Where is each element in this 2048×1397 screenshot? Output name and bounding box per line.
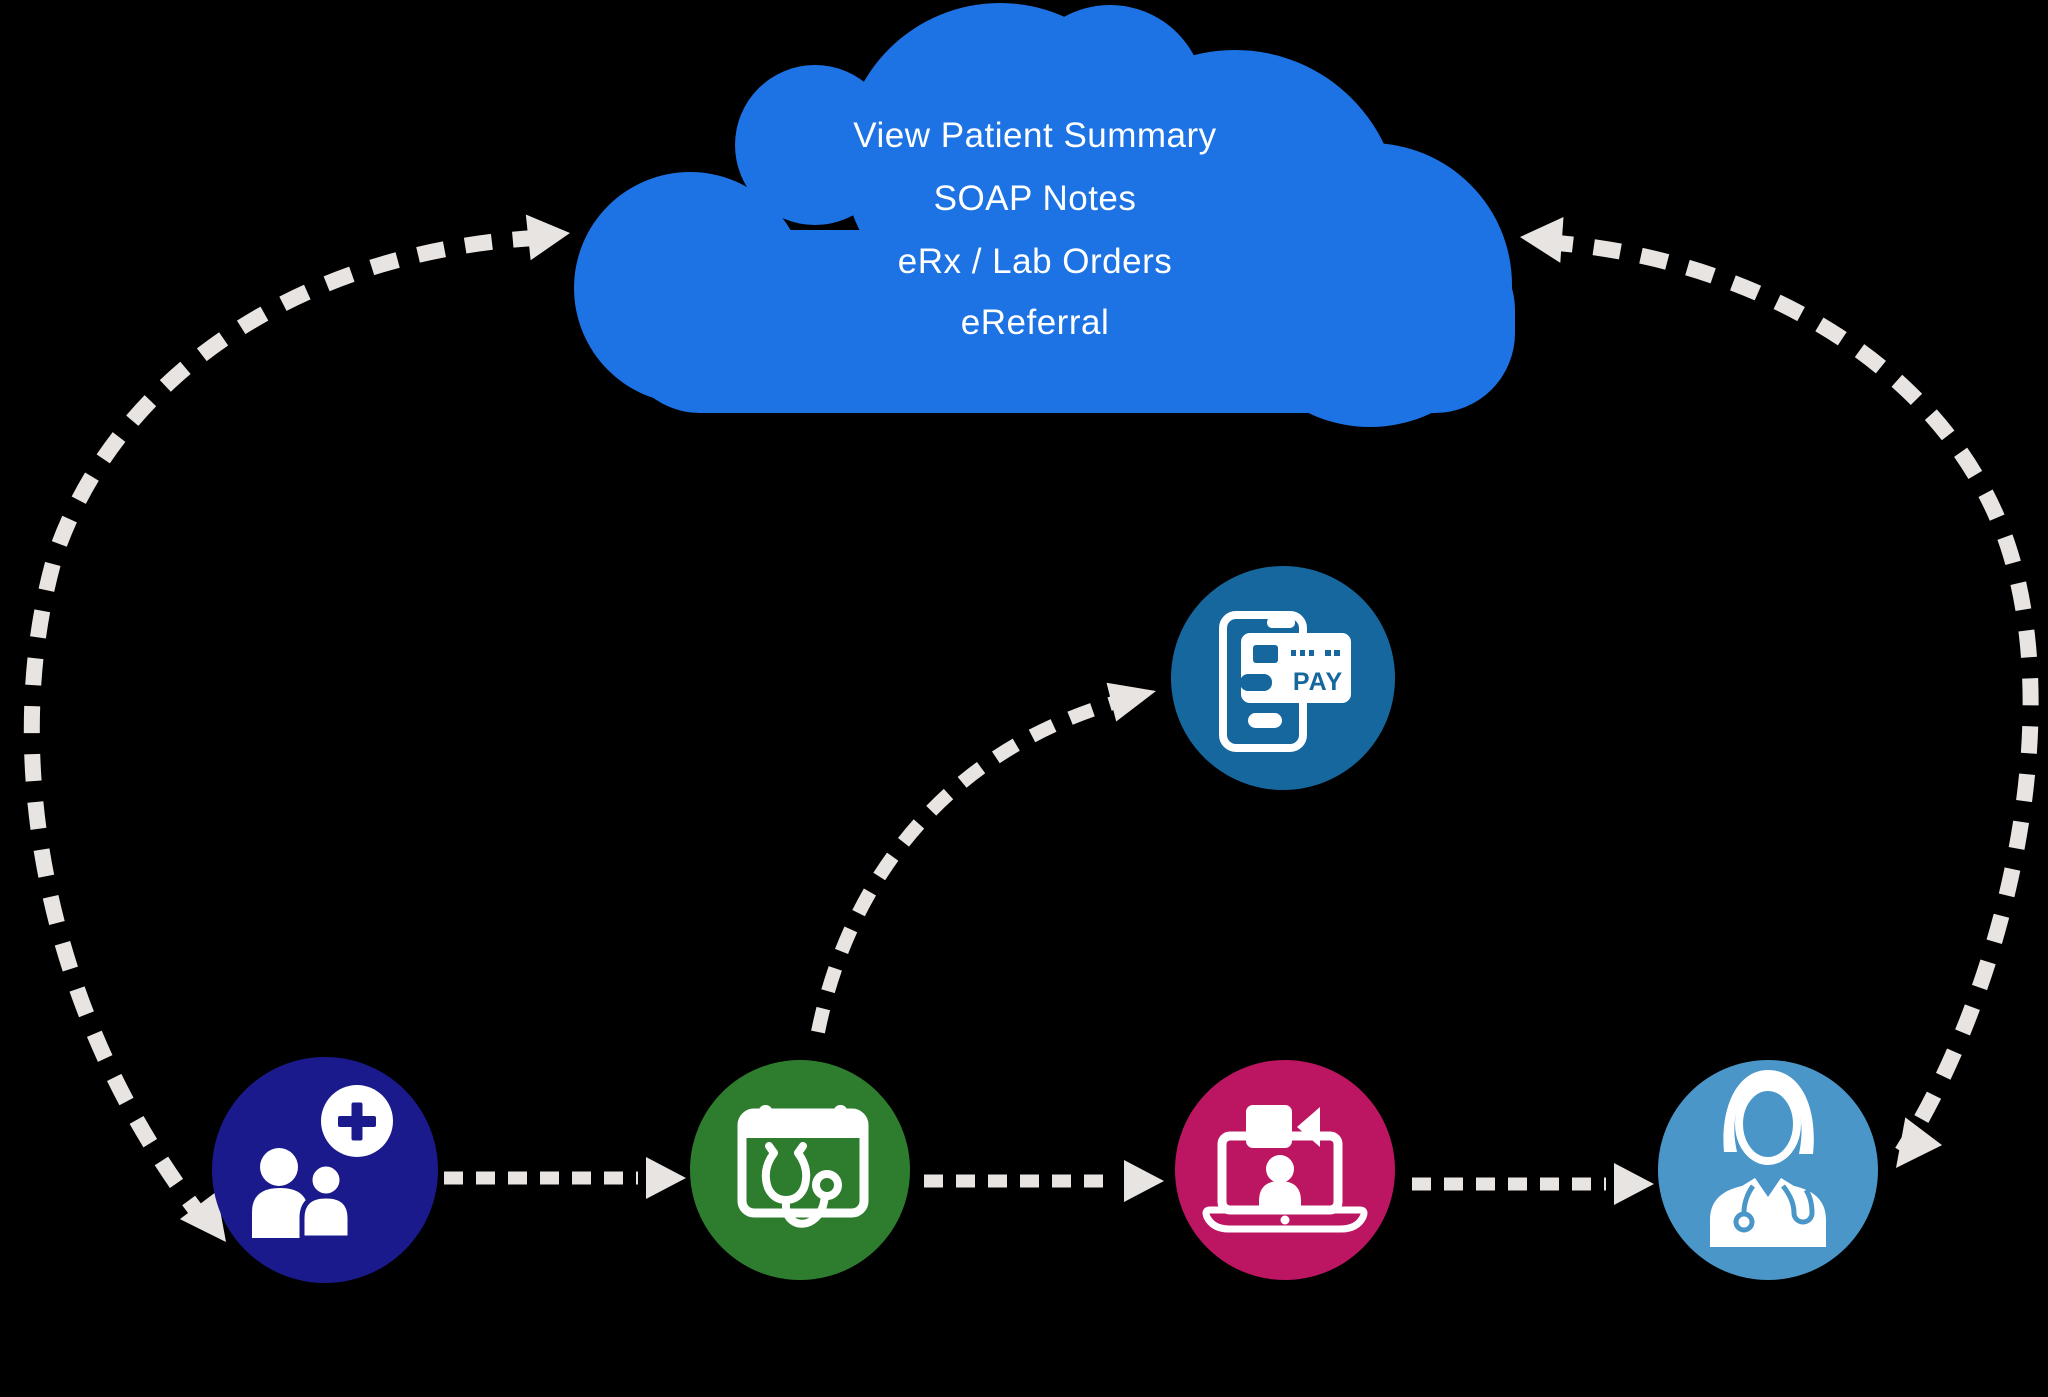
arrow-cloud-to-doctor-curve (1545, 234, 2039, 1157)
stethoscope-icon (761, 1142, 842, 1228)
arrowhead-into-doctor-from-cloud (1896, 1117, 1943, 1168)
cloud-text-line-4: eReferral (961, 303, 1109, 342)
plus-icon (338, 1102, 376, 1141)
video-camera-icon (1246, 1105, 1292, 1148)
arrowhead-into-appointment (646, 1157, 686, 1199)
video-camera-lens (1297, 1107, 1320, 1147)
doctor-node (1658, 1060, 1878, 1280)
payment-node: PAY (1171, 566, 1395, 790)
doctor-face (1735, 1083, 1801, 1165)
laptop-video-icon (1202, 1105, 1368, 1233)
card-chip (1253, 645, 1278, 663)
arrowhead-into-payment (1106, 682, 1156, 722)
doctor-icon (1710, 1070, 1826, 1247)
phone-home-bar (1248, 713, 1282, 728)
appointment-node-circle (690, 1060, 910, 1280)
patient-add-icon (252, 1085, 393, 1241)
laptop-base (1202, 1206, 1368, 1233)
arrowheads (179, 214, 1943, 1242)
cloud-text: View Patient Summary SOAP Notes eRx / La… (853, 116, 1216, 342)
arrows (23, 214, 2039, 1242)
cloud-text-line-3: eRx / Lab Orders (898, 242, 1173, 281)
card-details: PAY (1240, 645, 1343, 696)
person-on-screen (1259, 1155, 1301, 1210)
appointment-node (690, 1060, 910, 1280)
arrowhead-into-patient (179, 1191, 226, 1242)
mobile-pay-icon: PAY (1219, 611, 1351, 752)
phone-notch (1267, 617, 1295, 628)
arrowhead-into-video (1124, 1160, 1164, 1202)
arrow-appointment-to-payment-curve (811, 694, 1122, 1034)
cloud-text-line-1: View Patient Summary (853, 116, 1216, 155)
laptop-base-dot (1280, 1215, 1290, 1225)
patients-icon (252, 1148, 353, 1241)
calendar-stethoscope-icon (737, 1105, 869, 1228)
doctor-stethoscope (1733, 1184, 1815, 1233)
cloud-text-line-2: SOAP Notes (934, 179, 1137, 218)
pay-label: PAY (1293, 668, 1343, 696)
arrowhead-into-cloud-right (1520, 216, 1564, 263)
patient-node (212, 1057, 438, 1283)
calendar-header (742, 1113, 864, 1138)
ehr-cloud: View Patient Summary SOAP Notes eRx / La… (574, 3, 1515, 427)
arrowhead-into-doctor (1614, 1163, 1654, 1205)
arrowhead-into-cloud-left (525, 214, 570, 261)
video-consult-node (1175, 1060, 1395, 1280)
doctor-hair (1723, 1070, 1814, 1154)
cloud-icon (574, 3, 1515, 427)
card-slot (1240, 674, 1272, 691)
